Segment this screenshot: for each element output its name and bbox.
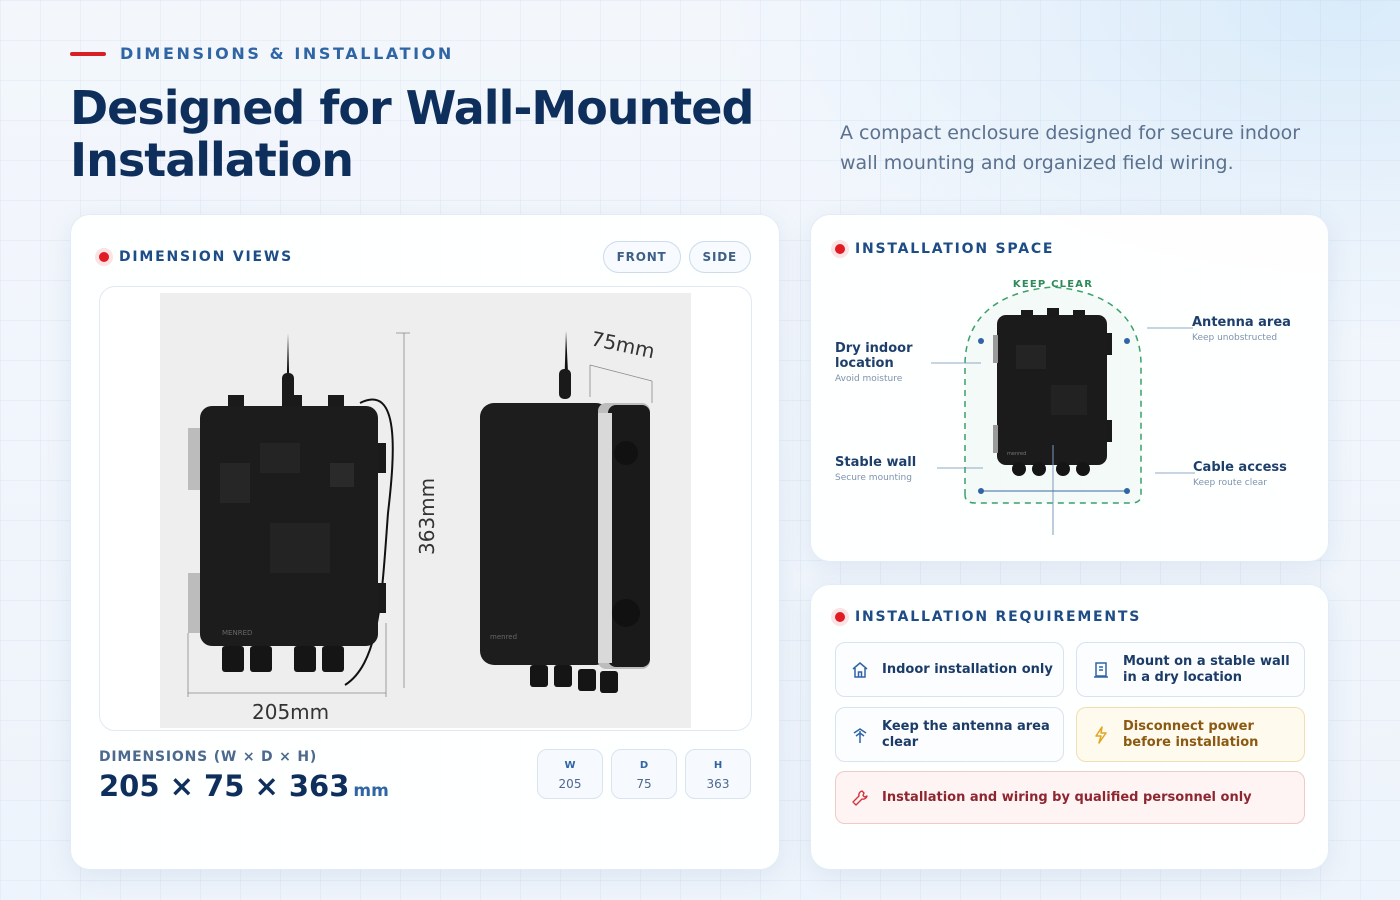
chip-height: H 363: [685, 749, 751, 799]
product-photo: MENRED 205mm 363mm: [160, 293, 691, 728]
product-dimension-drawing: MENRED 205mm 363mm: [187, 326, 657, 724]
dimension-viewer: MENRED 205mm 363mm: [99, 286, 752, 731]
dimensions-label: DIMENSIONS (W × D × H): [99, 749, 318, 765]
installation-space-card: INSTALLATION SPACE KEEP CLEAR menred: [810, 214, 1329, 562]
requirement-stable-wall: Mount on a stable wall in a dry location: [1076, 642, 1305, 697]
installation-requirements-card: INSTALLATION REQUIREMENTS Indoor install…: [810, 584, 1329, 870]
installation-device: menred: [993, 308, 1112, 476]
requirement-indoor: Indoor installation only: [835, 642, 1064, 697]
chip-width-key: W: [564, 760, 576, 771]
installation-space-diagram: KEEP CLEAR menred: [931, 279, 1195, 535]
installation-space-title: INSTALLATION SPACE: [855, 241, 1055, 257]
section-eyebrow: DIMENSIONS & INSTALLATION: [70, 44, 454, 63]
depth-dimension-label: 75mm: [589, 326, 657, 363]
label-stable-wall: Stable wall Secure mounting: [835, 455, 917, 483]
red-dot-icon: [835, 244, 845, 254]
requirement-qualified-personnel: Installation and wiring by qualified per…: [835, 771, 1305, 824]
dimensions-unit: mm: [353, 781, 389, 801]
front-dimension-lines: [187, 332, 410, 697]
installation-device-brand: menred: [1007, 451, 1026, 457]
eyebrow-text: DIMENSIONS & INSTALLATION: [120, 44, 454, 63]
view-tabs: FRONT SIDE: [602, 241, 751, 273]
dimension-chips: W 205 D 75 H 363: [537, 749, 751, 799]
dimension-views-card: DIMENSION VIEWS FRONT SIDE: [70, 214, 780, 870]
wall-mount-icon: [1094, 661, 1108, 678]
antenna-icon: [853, 727, 867, 743]
eyebrow-accent-bar: [70, 51, 106, 56]
red-dot-icon: [99, 252, 109, 262]
tab-front[interactable]: FRONT: [602, 241, 681, 273]
front-view-device: MENRED: [188, 333, 394, 686]
requirement-antenna-clear: Keep the antenna area clear: [835, 707, 1064, 762]
chip-height-key: H: [713, 760, 723, 771]
title-line-2: Installation: [70, 133, 354, 187]
requirement-disconnect-power: Disconnect power before installation: [1076, 707, 1305, 762]
side-dimension-lines: [589, 364, 653, 403]
lightning-icon: [1095, 725, 1107, 744]
tab-side[interactable]: SIDE: [688, 241, 751, 273]
wrench-icon: [852, 789, 868, 806]
side-view-device: menred: [480, 331, 650, 693]
side-brand-text: menred: [490, 633, 517, 641]
red-dot-icon: [835, 612, 845, 622]
dimensions-numbers: 205 × 75 × 363: [99, 769, 350, 803]
page-subtitle: A compact enclosure designed for secure …: [840, 122, 1301, 174]
chip-depth-key: D: [639, 760, 649, 771]
installation-requirements-heading: INSTALLATION REQUIREMENTS: [835, 609, 1141, 625]
chip-depth-value: 75: [636, 777, 652, 791]
width-dimension-label: 205mm: [252, 700, 329, 724]
label-cable-access: Cable access Keep route clear: [1193, 460, 1287, 488]
chip-width-value: 205: [558, 777, 582, 791]
house-icon: [852, 661, 868, 678]
chip-height-value: 363: [706, 777, 730, 791]
chip-depth: D 75: [611, 749, 677, 799]
height-dimension-label: 363mm: [415, 478, 439, 555]
installation-requirements-title: INSTALLATION REQUIREMENTS: [855, 609, 1142, 625]
dimension-views-title: DIMENSION VIEWS: [119, 249, 293, 265]
label-antenna-area: Antenna area Keep unobstructed: [1192, 315, 1291, 343]
page-title: Designed for Wall-Mounted Installation: [70, 82, 770, 186]
label-dry-indoor: Dry indoor location Avoid moisture: [835, 341, 913, 384]
front-brand-text: MENRED: [222, 629, 252, 637]
title-line-1: Designed for Wall-Mounted: [70, 81, 754, 135]
chip-width: W 205: [537, 749, 603, 799]
keep-clear-label: KEEP CLEAR: [1013, 279, 1093, 290]
installation-space-heading: INSTALLATION SPACE: [835, 241, 1054, 257]
dimension-views-heading: DIMENSION VIEWS: [99, 249, 293, 265]
